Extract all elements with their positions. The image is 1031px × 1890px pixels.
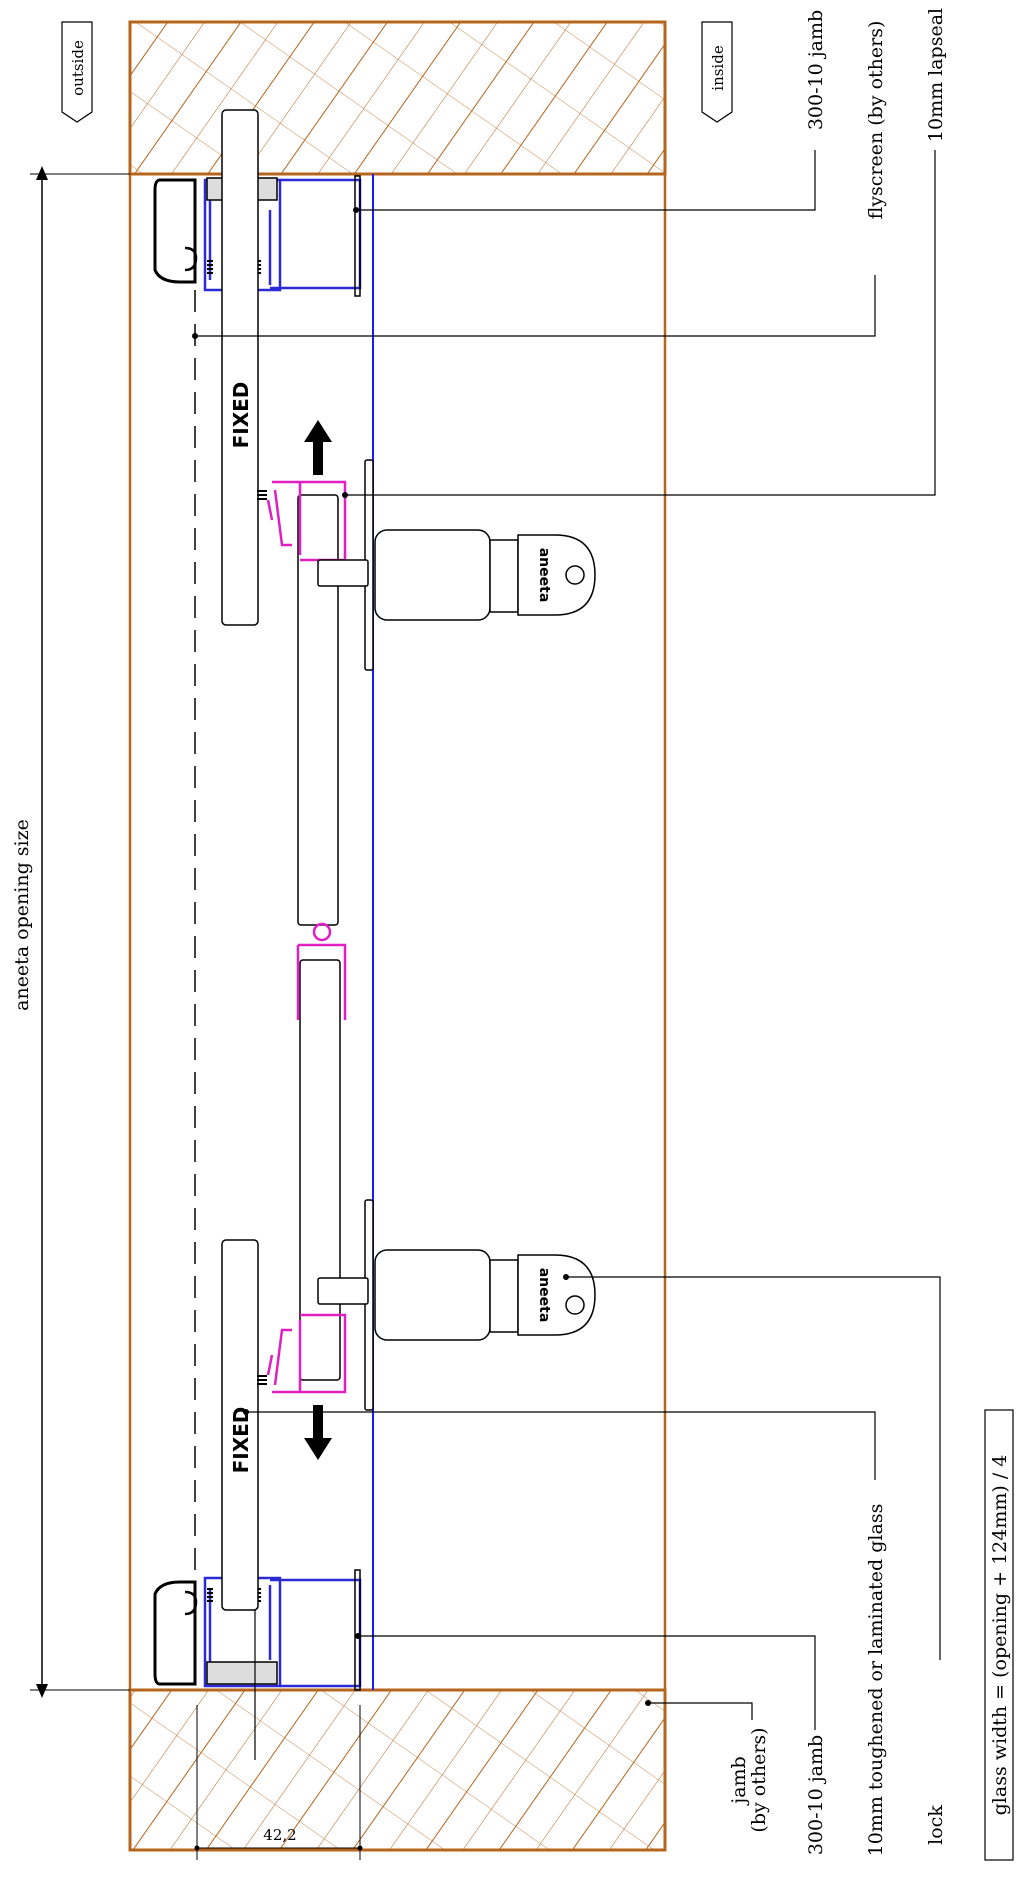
wall-top: [128, 20, 667, 176]
bottom-seal-block: [206, 1661, 278, 1685]
label-jamb-others-line2: (by others): [748, 1727, 770, 1832]
outside-tag: outside: [61, 21, 93, 123]
label-300-10-jamb-bottom: 300-10 jamb: [805, 1735, 827, 1855]
lock-bottom: [317, 1199, 596, 1411]
label-lock: lock: [925, 1805, 947, 1845]
lapseal-clip-bottom: [266, 1313, 347, 1394]
svg-text:outside: outside: [69, 40, 87, 96]
svg-text:glass width = (opening + 124mm: glass width = (opening + 124mm) / 4: [989, 1455, 1011, 1816]
fixed-panel-top: [221, 109, 259, 626]
bottom-outer-seal: [153, 1580, 197, 1686]
opening-outline: [128, 172, 667, 1692]
lapseal-clip-middle: [296, 922, 347, 1020]
arrow-up-icon: [304, 420, 332, 475]
key-brand-top: aneeta: [536, 548, 552, 603]
top-lapseal-strip: [354, 175, 361, 297]
label-300-10-jamb-top: 300-10 jamb: [805, 10, 827, 130]
sliding-panel-bottom: [299, 959, 341, 1381]
label-glass: 10mm toughened or laminated glass: [865, 1504, 887, 1857]
arrow-down-icon: [304, 1405, 332, 1460]
wall-bottom: [128, 1688, 667, 1852]
label-jamb-others-line1: jamb: [728, 1756, 750, 1805]
label-lapseal: 10mm lapseal: [925, 8, 947, 142]
fixed-label-bottom: FIXED: [229, 1407, 253, 1474]
lock-top: [317, 459, 596, 671]
svg-text:inside: inside: [709, 45, 727, 91]
key-brand-bottom: aneeta: [536, 1268, 552, 1323]
bottom-lapseal-strip: [354, 1569, 361, 1691]
dimension-label: 42,2: [263, 1826, 296, 1844]
top-outer-seal: [153, 178, 197, 284]
label-flyscreen: flyscreen (by others): [865, 21, 887, 220]
fixed-panel-bottom: [221, 1239, 259, 1611]
leader-lines: [195, 150, 941, 1730]
fixed-label-top: FIXED: [229, 382, 253, 449]
glass-width-formula: glass width = (opening + 124mm) / 4: [984, 1409, 1014, 1861]
opening-size-label: aneeta opening size: [11, 819, 33, 1011]
inside-tag: inside: [701, 21, 733, 123]
